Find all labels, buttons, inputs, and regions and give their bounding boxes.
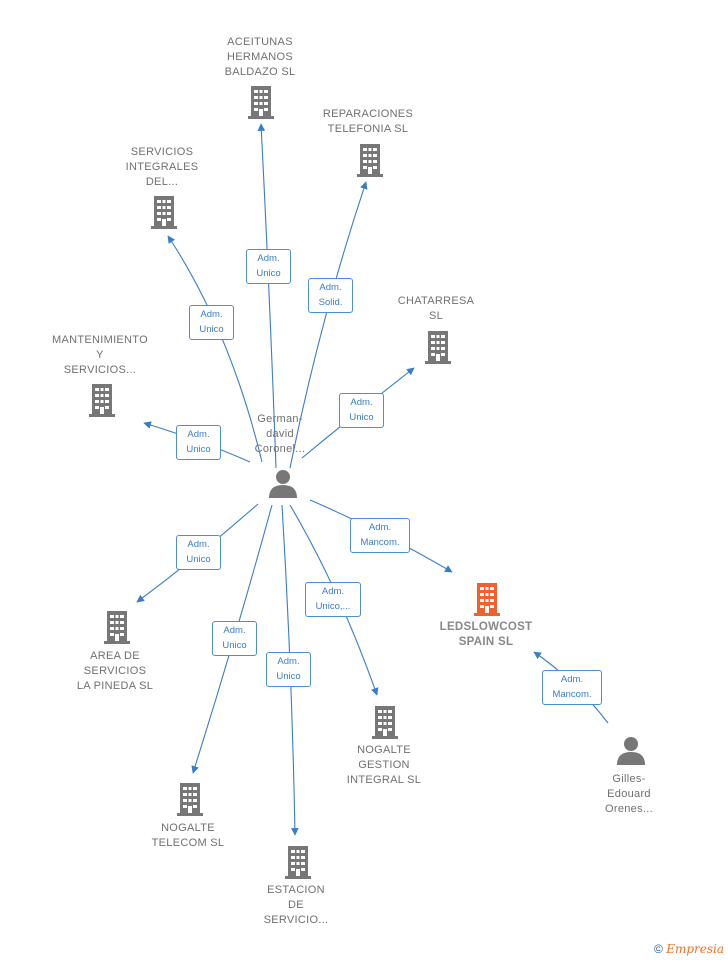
person-label: Gilles- Edouard Orenes... [605,773,653,815]
building-icon [248,86,274,119]
building-icon [177,783,203,816]
person-icon [617,737,645,765]
company-label: MANTENIMIENTO Y SERVICIOS... [52,334,148,376]
building-icon [425,331,451,364]
edge-reparaciones [289,181,368,469]
company-label: CHATARRESA SL [397,295,475,322]
company-label: REPARACIONES TELEFONIA SL [322,108,414,135]
copyright-icon: © [654,942,663,956]
company-label: NOGALTE TELECOM SL [151,822,225,849]
building-icon [357,144,383,177]
footer-brand[interactable]: © Empresia [654,942,724,956]
brand-logo: Empresia [666,942,724,956]
company-label: AREA DE SERVICIOS LA PINEDA SL [76,650,154,692]
building-icon [89,384,115,417]
building-icon [372,706,398,739]
company-label: LEDSLOWCOST SPAIN SL [439,621,533,648]
relation-label[interactable]: Adm. Unico [212,621,257,656]
relation-label[interactable]: Adm. Mancom. [350,518,410,553]
relation-label[interactable]: Adm. Unico,... [305,582,361,617]
relation-label[interactable]: Adm. Unico [266,652,311,687]
edge-aceitunas [257,123,277,469]
relation-label[interactable]: Adm. Unico [189,305,234,340]
relation-label[interactable]: Adm. Unico [176,425,221,460]
person-label: German- david Coronel... [254,413,306,455]
building-icon [104,611,130,644]
company-label: ESTACION DE SERVICIO... [263,884,329,926]
relation-label[interactable]: Adm. Unico [246,249,291,284]
relation-label[interactable]: Adm. Solid. [308,278,353,313]
relation-label[interactable]: Adm. Mancom. [542,670,602,705]
building-icon [474,583,500,616]
company-label: NOGALTE GESTION INTEGRAL SL [346,744,422,786]
relation-label[interactable]: Adm. Unico [339,393,384,428]
company-label: ACEITUNAS HERMANOS BALDAZO SL [224,36,296,78]
building-icon [151,196,177,229]
person-icon [269,470,297,498]
building-icon [285,846,311,879]
company-label: SERVICIOS INTEGRALES DEL... [125,146,199,188]
relation-label[interactable]: Adm. Unico [176,535,221,570]
